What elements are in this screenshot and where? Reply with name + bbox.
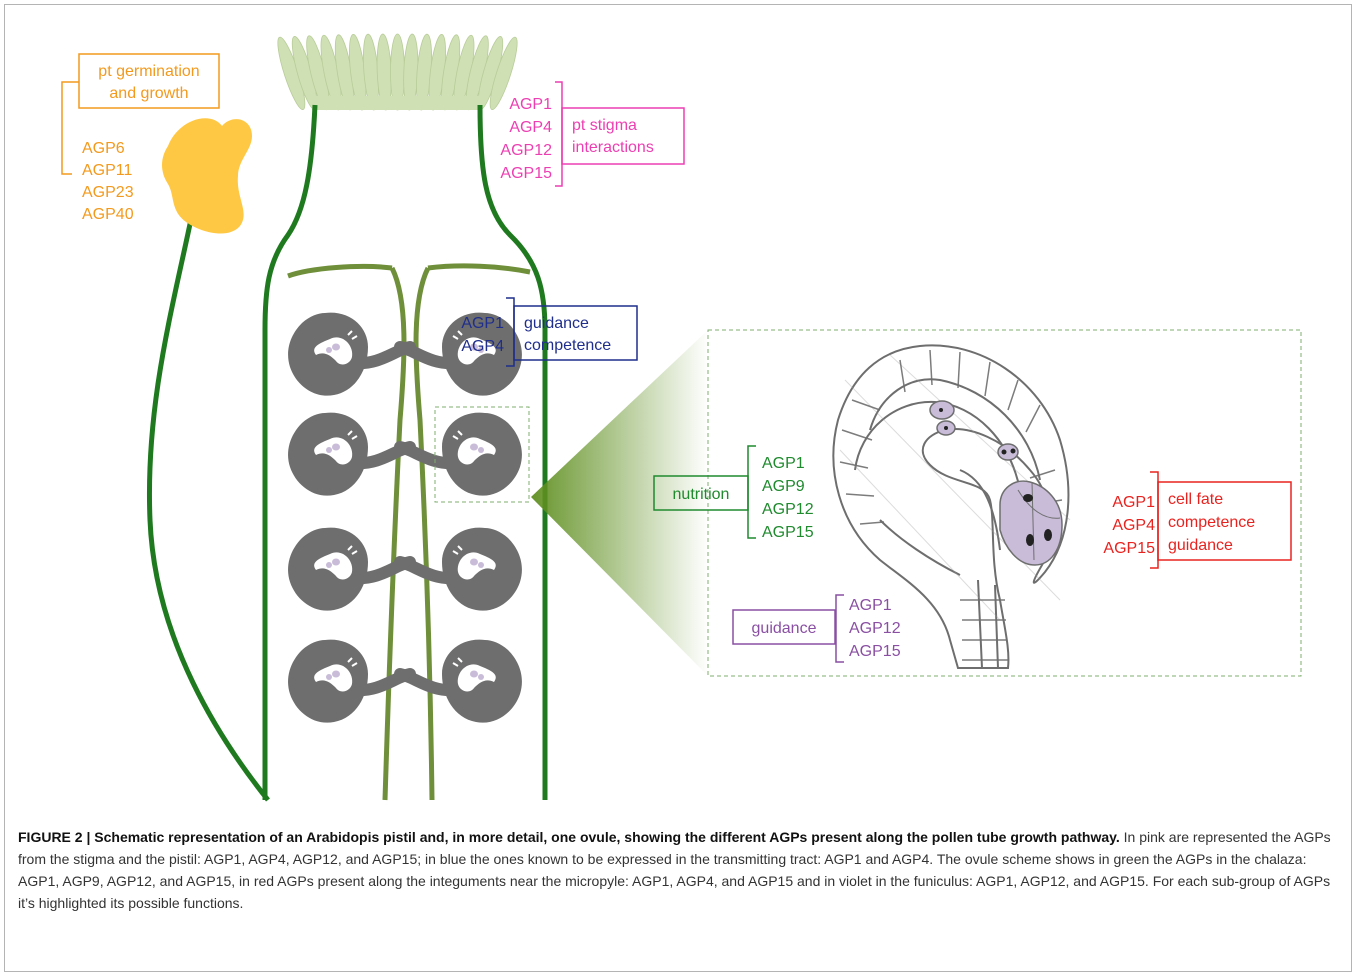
chalaza-agp-1: AGP1 [762,455,805,472]
stigma-agp-4: AGP15 [500,165,552,182]
pollen-agp-3: AGP23 [82,184,134,201]
pollen-agp-4: AGP40 [82,206,134,223]
micropyle-function-line-2: competence [1168,514,1255,531]
micropyle-agp-1: AGP1 [1112,494,1155,511]
stigma-function-line-1: pt stigma [572,117,637,134]
micropyle-function-line-1: cell fate [1168,491,1223,508]
stigma-agp-1: AGP1 [509,96,552,113]
micropyle-function-line-3: guidance [1168,537,1233,554]
chalaza-function: nutrition [673,486,730,503]
stigma-agp-3: AGP12 [500,142,552,159]
ovule-icon [400,528,522,611]
tract-agp-1: AGP1 [461,315,504,332]
pollen-agp-1: AGP6 [82,140,125,157]
tract-agp-2: AGP4 [461,338,504,355]
funiculus-agp-3: AGP15 [849,643,901,660]
pollen-function-line-1: pt germination [98,63,199,80]
tract-function-line-1: guidance [524,315,589,332]
chalaza-agp-2: AGP9 [762,478,805,495]
stigma-papillae-icon [273,34,522,112]
ovule-icon [288,413,410,496]
stigma-label-group: AGP1 AGP4 AGP12 AGP15 pt stigma interact… [500,82,684,186]
funiculus-function: guidance [752,620,817,637]
pollen-grain-icon [162,118,252,233]
figure-caption: FIGURE 2 | Schematic representation of a… [18,826,1340,914]
stigma-base [312,96,482,110]
micropyle-agp-3: AGP15 [1103,540,1155,557]
funiculus-agp-1: AGP1 [849,597,892,614]
micropyle-agp-2: AGP4 [1112,517,1155,534]
caption-title: FIGURE 2 | Schematic representation of a… [18,829,1120,845]
septum-top-left [288,266,392,276]
tract-function-line-2: competence [524,337,611,354]
pollen-function-line-2: and growth [109,85,188,102]
pollen-tube [149,200,268,800]
stigma-function-line-2: interactions [572,139,654,156]
pistil-diagram: pt germination and growth AGP6 AGP11 AGP… [0,0,1358,820]
ovule-icon [288,313,410,396]
funiculus-agp-2: AGP12 [849,620,901,637]
stigma-agp-2: AGP4 [509,119,552,136]
chalaza-agp-4: AGP15 [762,524,814,541]
ovule-icon [400,640,522,723]
pollen-agp-2: AGP11 [82,162,133,179]
chalaza-agp-3: AGP12 [762,501,814,518]
septum-top-right [428,266,530,272]
